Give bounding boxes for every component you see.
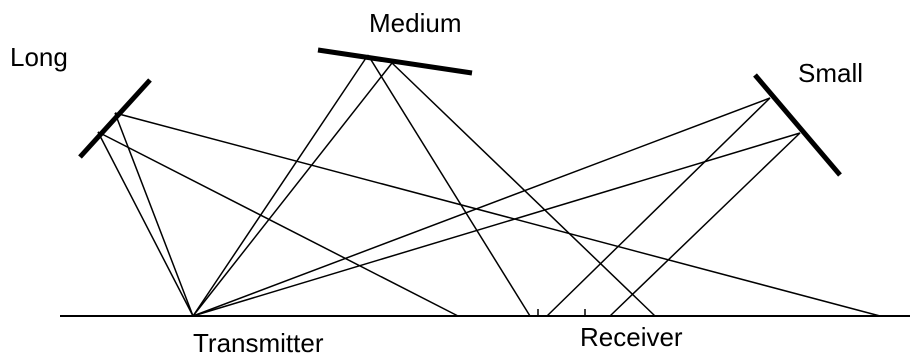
label-receiver: Receiver bbox=[580, 322, 683, 352]
paths-small bbox=[192, 97, 801, 317]
ray-small-2 bbox=[192, 132, 801, 317]
ray-small-4 bbox=[609, 132, 801, 317]
ray-long-3 bbox=[114, 112, 881, 317]
reflector-medium bbox=[317, 47, 473, 76]
reflector-small bbox=[753, 73, 842, 177]
reflector-long bbox=[78, 78, 152, 159]
ray-small-3 bbox=[546, 97, 771, 317]
ray-medium-1 bbox=[192, 54, 369, 317]
label-transmitter: Transmitter bbox=[193, 328, 324, 358]
ray-medium-4 bbox=[391, 62, 656, 317]
ray-long-2 bbox=[114, 112, 194, 317]
label-long: Long bbox=[10, 42, 68, 72]
paths-medium bbox=[192, 54, 656, 317]
ray-medium-2 bbox=[192, 62, 393, 317]
ray-long-1 bbox=[97, 131, 194, 317]
label-small: Small bbox=[798, 58, 864, 88]
label-medium: Medium bbox=[369, 8, 462, 38]
paths-long bbox=[97, 112, 881, 317]
ray-long-4 bbox=[97, 131, 459, 317]
ray-small-1 bbox=[192, 97, 771, 317]
ray-medium-3 bbox=[367, 54, 531, 317]
